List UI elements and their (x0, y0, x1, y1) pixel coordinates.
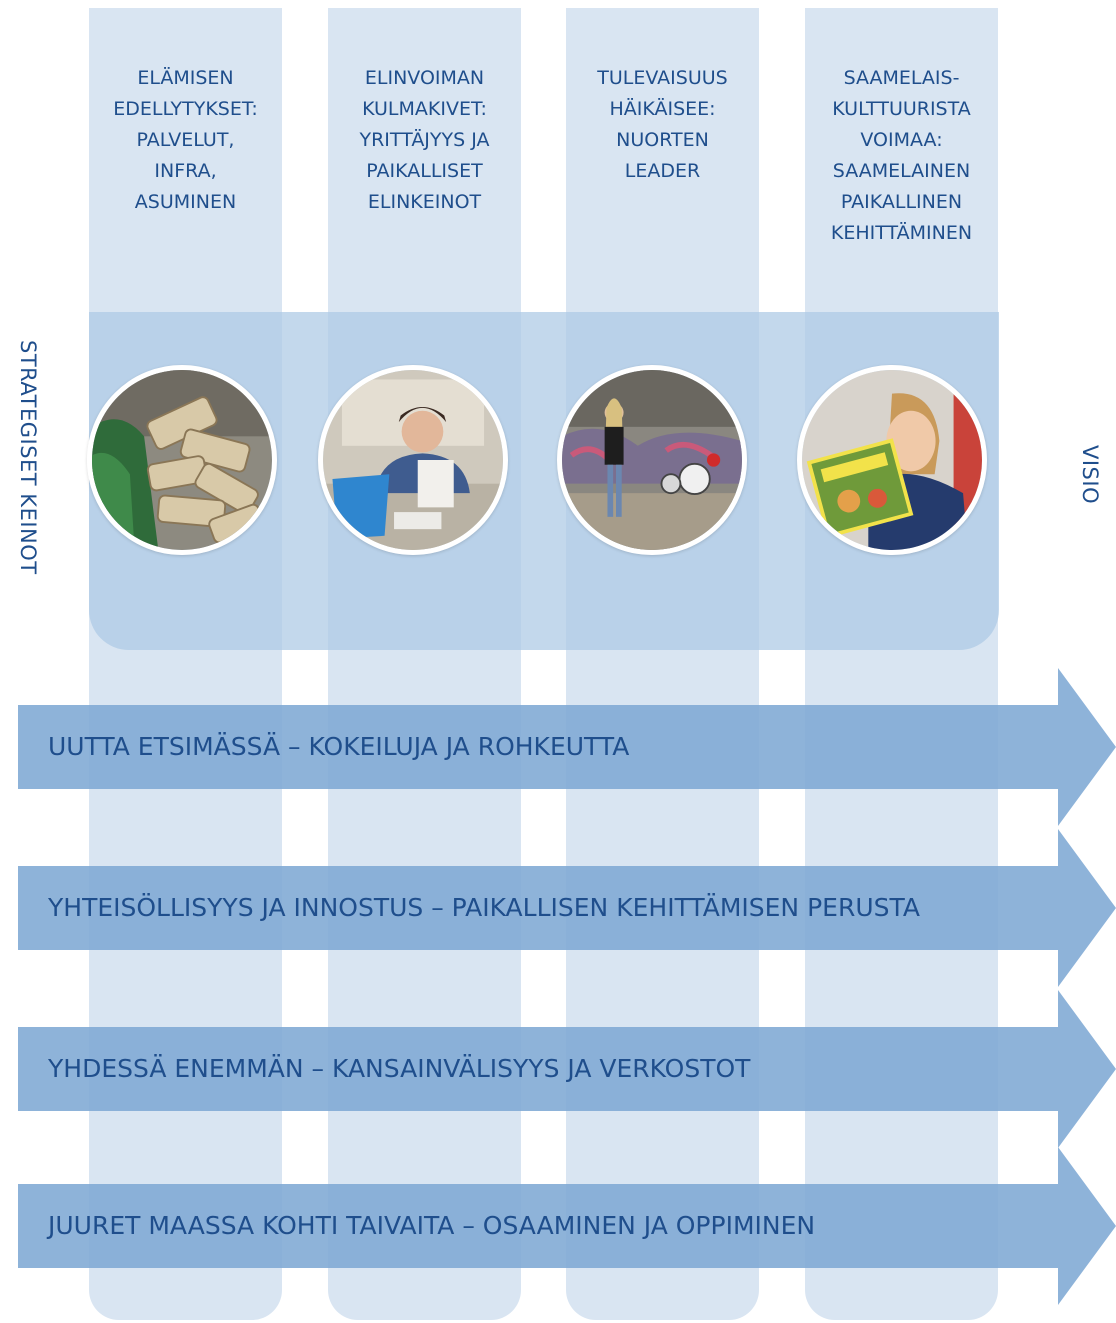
arrow-shape (18, 668, 1116, 826)
youth-band-photo (557, 365, 747, 555)
firewood-photo (87, 365, 277, 555)
arrow-label: YHDESSÄ ENEMMÄN – KANSAINVÄLISYYS JA VER… (48, 1054, 751, 1083)
girl-reading-photo (797, 365, 987, 555)
arrow-label: UUTTA ETSIMÄSSÄ – KOKEILUJA JA ROHKEUTTA (48, 732, 630, 761)
arrow-roots: JUURET MAASSA KOHTI TAIVAITA – OSAAMINEN… (18, 1147, 1116, 1305)
arrow-shape (18, 829, 1116, 987)
arrow-label: JUURET MAASSA KOHTI TAIVAITA – OSAAMINEN… (48, 1211, 816, 1240)
craftswoman-photo (318, 365, 508, 555)
arrow-label: YHTEISÖLLISYYS JA INNOSTUS – PAIKALLISEN… (48, 893, 920, 922)
pillar-title: ELÄMISEN EDELLYTYKSET: PALVELUT, INFRA, … (113, 67, 258, 213)
arrow-community: YHTEISÖLLISYYS JA INNOSTUS – PAIKALLISEN… (18, 829, 1116, 987)
arrow-shape (18, 1147, 1116, 1305)
arrow-shape (18, 990, 1116, 1148)
strategic-means-label: STRATEGISET KEINOT (16, 340, 40, 575)
pillar-title: TULEVAISUUS HÄIKÄISEE: NUORTEN LEADER (597, 67, 728, 182)
pillar-title: ELINVOIMAN KULMAKIVET: YRITTÄJYYS JA PAI… (359, 67, 490, 213)
pillar-title: SAAMELAIS- KULTTUURISTA VOIMAA: SAAMELAI… (830, 67, 973, 244)
arrow-new-experiments: UUTTA ETSIMÄSSÄ – KOKEILUJA JA ROHKEUTTA (18, 668, 1116, 826)
arrow-together: YHDESSÄ ENEMMÄN – KANSAINVÄLISYYS JA VER… (18, 990, 1116, 1148)
vision-label: VISIO (1078, 445, 1102, 505)
